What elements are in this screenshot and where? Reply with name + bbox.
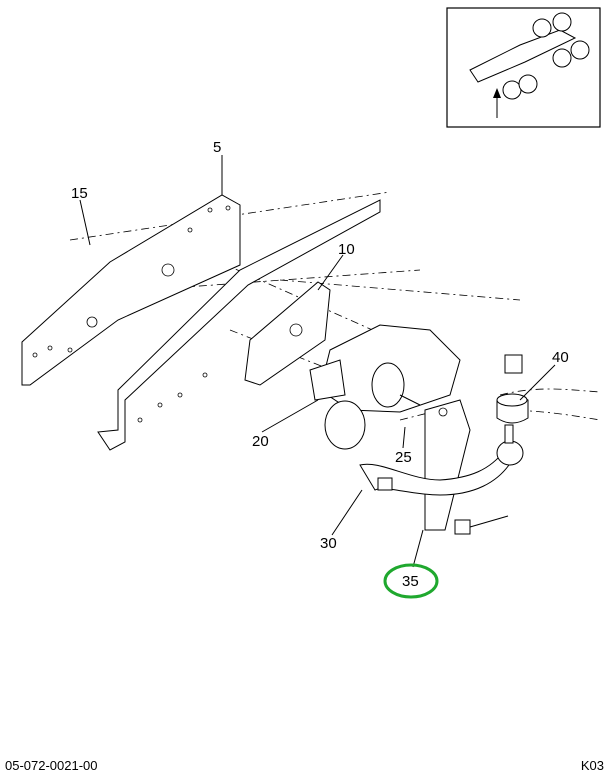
callout-5[interactable]: 5 — [213, 139, 221, 156]
vehicle-locator-inset — [446, 7, 601, 128]
mounting-plate — [244, 281, 331, 386]
pitman-arm — [424, 399, 471, 531]
highlight-circle-35 — [383, 563, 439, 599]
callout-20[interactable]: 20 — [252, 433, 269, 450]
frame-holes — [32, 205, 231, 423]
callout-25[interactable]: 25 — [395, 449, 412, 466]
steering-gear — [309, 324, 461, 450]
drag-link — [359, 424, 524, 496]
nut-and-bushing — [454, 354, 529, 535]
leader-lines — [79, 155, 556, 568]
callout-30[interactable]: 30 — [320, 535, 337, 552]
page-code: K03 — [580, 758, 604, 773]
drawing-number: 05-072-0021-00 — [5, 758, 98, 773]
callout-40[interactable]: 40 — [552, 349, 569, 366]
callout-35[interactable]: 35 — [402, 573, 419, 590]
callout-10[interactable]: 10 — [338, 241, 355, 258]
callout-15[interactable]: 15 — [71, 185, 88, 202]
